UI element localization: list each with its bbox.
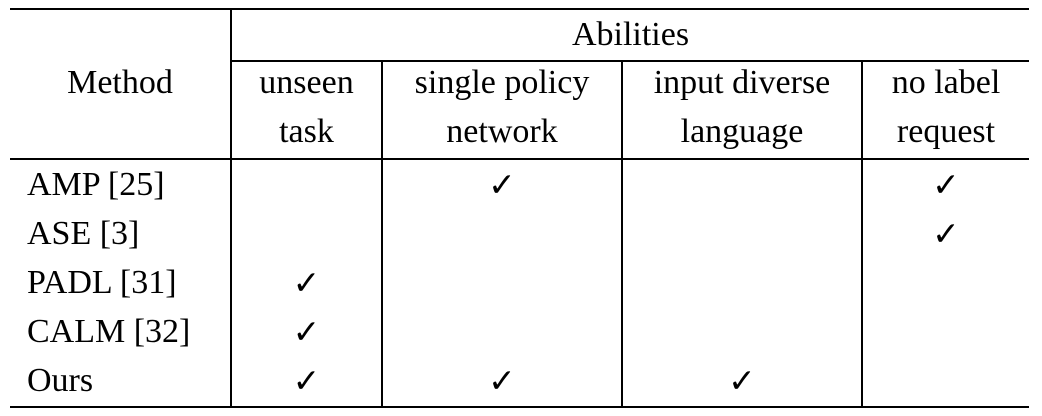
calm-unseen-task-mark: ✓ [292,312,321,351]
col-unseen-task-line2: task [279,113,334,150]
method-header: Method [67,64,173,101]
column-divider-1 [381,61,383,408]
ours-single-policy-mark: ✓ [488,361,516,400]
col-no-label-line1: no label [891,64,1001,101]
header-bottom-rule [10,158,1029,160]
ours-input-diverse-mark: ✓ [728,361,756,400]
col-input-diverse-line2: language [680,113,804,150]
col-single-policy-line1: single policy [414,64,590,101]
col-input-diverse-line1: input diverse [653,64,831,101]
row-method-calm: CALM [32] [27,313,191,350]
top-rule [10,8,1029,10]
col-no-label-line2: request [896,113,996,150]
abilities-rule [231,60,1029,62]
amp-no-label-mark: ✓ [932,165,960,204]
bottom-rule [10,406,1029,408]
column-divider-3 [861,61,863,408]
row-method-padl: PADL [31] [27,264,177,301]
ase-no-label-mark: ✓ [932,214,960,253]
row-method-ours: Ours [27,362,94,399]
padl-unseen-task-mark: ✓ [292,263,321,302]
row-method-ase: ASE [3] [27,215,140,252]
col-single-policy-line2: network [446,113,558,150]
amp-single-policy-mark: ✓ [488,165,516,204]
col-unseen-task-line1: unseen [259,64,354,101]
row-method-amp: AMP [25] [27,166,165,203]
method-column-divider [230,8,232,408]
ours-unseen-task-mark: ✓ [292,361,321,400]
column-divider-2 [621,61,623,408]
abilities-header: Abilities [571,16,690,53]
